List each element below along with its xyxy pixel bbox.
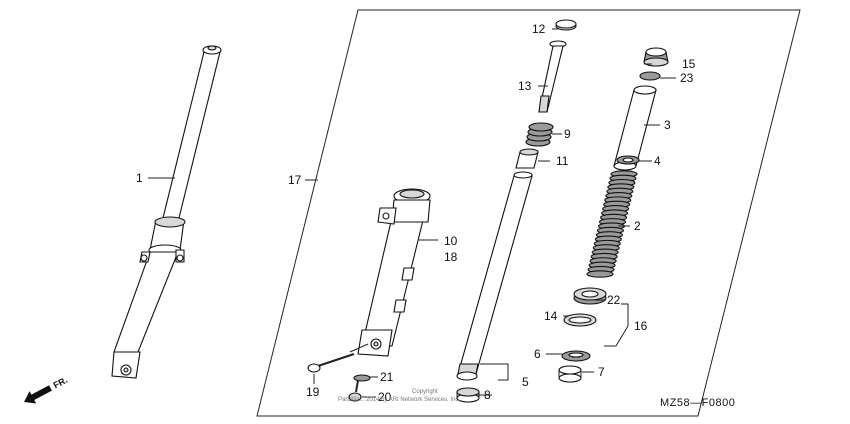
bolt-20-drawing — [348, 379, 362, 402]
bushing-7-drawing — [558, 365, 582, 383]
washer-21-drawing — [353, 374, 371, 382]
label-4[interactable]: 4 — [654, 154, 661, 168]
front-label: FR. — [52, 375, 69, 391]
fork-slider-drawing — [357, 188, 431, 357]
label-18[interactable]: 18 — [444, 250, 458, 264]
cap-bolt-15-drawing — [643, 47, 669, 67]
fork-assembly-drawing — [111, 45, 222, 379]
label-19[interactable]: 19 — [306, 385, 320, 399]
label-6[interactable]: 6 — [534, 347, 541, 361]
label-20[interactable]: 20 — [378, 390, 392, 404]
label-13[interactable]: 13 — [518, 79, 532, 93]
label-16[interactable]: 16 — [634, 319, 648, 333]
label-5[interactable]: 5 — [522, 375, 529, 389]
copyright-line-2: Partzilla... 2014 by ARI Network Service… — [338, 397, 460, 403]
part-labels: 1 17 12 13 9 11 15 23 3 4 2 10 18 22 14 … — [136, 22, 696, 404]
bolt-19-drawing — [307, 353, 355, 373]
label-8[interactable]: 8 — [484, 388, 491, 402]
bushing-8-drawing — [456, 387, 480, 403]
stopper-ring-14-drawing — [563, 313, 597, 327]
spring-coil — [586, 270, 614, 278]
oil-seal-22-drawing — [573, 287, 607, 305]
label-3[interactable]: 3 — [664, 118, 671, 132]
label-7[interactable]: 7 — [598, 365, 605, 379]
spring-9-drawing — [525, 122, 554, 147]
label-14[interactable]: 14 — [544, 309, 558, 323]
washer-4-drawing — [616, 155, 640, 165]
fork-tube-drawing — [456, 171, 533, 381]
arrow-left-icon — [24, 385, 52, 404]
damper-rod-drawing — [538, 40, 567, 113]
o-ring-23-drawing — [639, 71, 661, 81]
label-1[interactable]: 1 — [136, 171, 143, 185]
label-10[interactable]: 10 — [444, 234, 458, 248]
copyright-line-1: Copyright — [412, 389, 438, 395]
fork-spring-drawing — [586, 170, 638, 278]
label-15[interactable]: 15 — [682, 57, 696, 71]
label-23[interactable]: 23 — [680, 71, 694, 85]
label-22[interactable]: 22 — [607, 293, 621, 307]
label-21[interactable]: 21 — [380, 370, 394, 384]
diagram-code: MZ58—F0800 — [660, 397, 735, 409]
label-12[interactable]: 12 — [532, 22, 546, 36]
front-direction-indicator: FR. — [24, 375, 69, 404]
label-2[interactable]: 2 — [634, 219, 641, 233]
ring-6-drawing — [561, 350, 591, 362]
leader-lines — [148, 28, 676, 398]
label-11[interactable]: 11 — [556, 154, 569, 168]
assembly-boundary — [256, 9, 801, 417]
oil-lock-11-drawing — [515, 148, 539, 169]
label-17[interactable]: 17 — [288, 173, 302, 187]
ring-12-drawing — [555, 19, 577, 31]
label-9[interactable]: 9 — [564, 127, 571, 141]
